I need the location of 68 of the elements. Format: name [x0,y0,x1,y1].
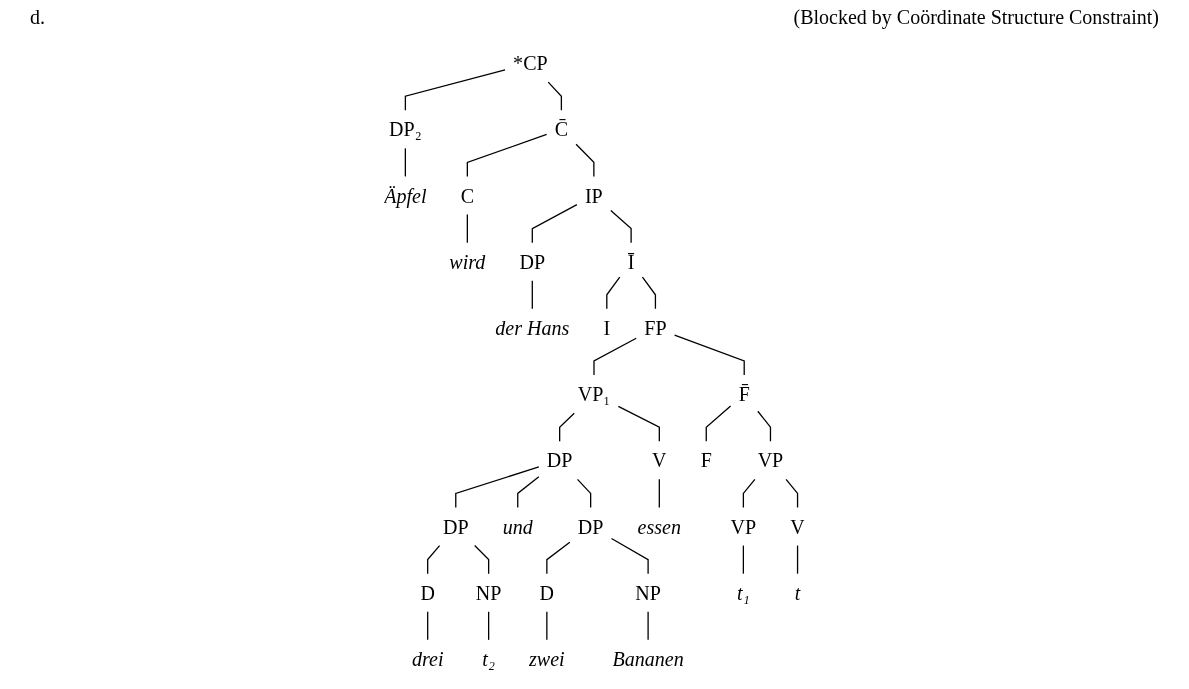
node-text: V [652,449,667,472]
node-text: FP [644,316,667,339]
connector [575,143,595,178]
connector [517,476,540,509]
connector [531,280,533,310]
connector [606,276,621,310]
connector [488,611,490,641]
connector [547,81,563,111]
node-text: t [794,581,801,604]
connector [427,544,441,575]
node-text: NP [635,581,661,604]
node-text: D [420,581,435,604]
node-text: C̄ [554,118,569,141]
node-text: V [790,515,805,538]
connector [796,544,799,575]
connector [617,405,660,442]
node-text: VP [730,515,757,538]
connector [466,213,468,244]
connector [404,69,506,111]
node-text: Ī [627,250,635,273]
node-text: Bananen [612,647,684,670]
connector [404,147,406,178]
connector [641,276,657,310]
connector [576,478,592,509]
connector [546,611,548,641]
connector [531,203,578,244]
connector [742,544,744,575]
node-text: DP [519,250,546,273]
connector [546,541,571,575]
node-text: *CP [513,52,548,75]
connector [785,478,799,509]
node-text: drei [411,647,444,670]
example-letter: d. [30,6,45,30]
node-text: t₂ [482,647,495,670]
node-text: wird [449,250,486,273]
node-text: zwei [529,647,565,670]
note: (Blocked by Coördinate Structure Constraint) [793,6,1159,31]
node-text: VP₁ [577,383,611,406]
node-text: D [539,581,555,604]
connector [705,405,732,442]
node-text: DP [546,449,573,472]
node-text: F̄ [738,383,750,406]
node-text: der Hans [495,316,570,339]
connector [466,133,548,178]
connector [427,611,429,641]
connector [658,478,660,509]
node-text: essen [637,515,682,538]
connector [474,544,490,575]
connector [742,478,756,509]
connector [673,334,745,376]
node-text: DP [577,515,604,538]
node-text: I [603,316,611,339]
node-text: VP [757,449,784,472]
node-text: F [700,449,712,472]
connector [610,209,632,244]
connector [593,337,637,376]
node-text: NP [475,581,502,604]
node-text: DP₂ [389,118,422,141]
node-text: IP [584,184,603,207]
node-text: C [460,184,475,207]
node-text: und [502,515,533,538]
connector [559,412,575,442]
connector [455,466,540,509]
connector [757,410,772,442]
connector [647,611,649,641]
node-text: t₁ [737,581,750,604]
node-text: DP [442,515,469,538]
connector [610,537,649,575]
